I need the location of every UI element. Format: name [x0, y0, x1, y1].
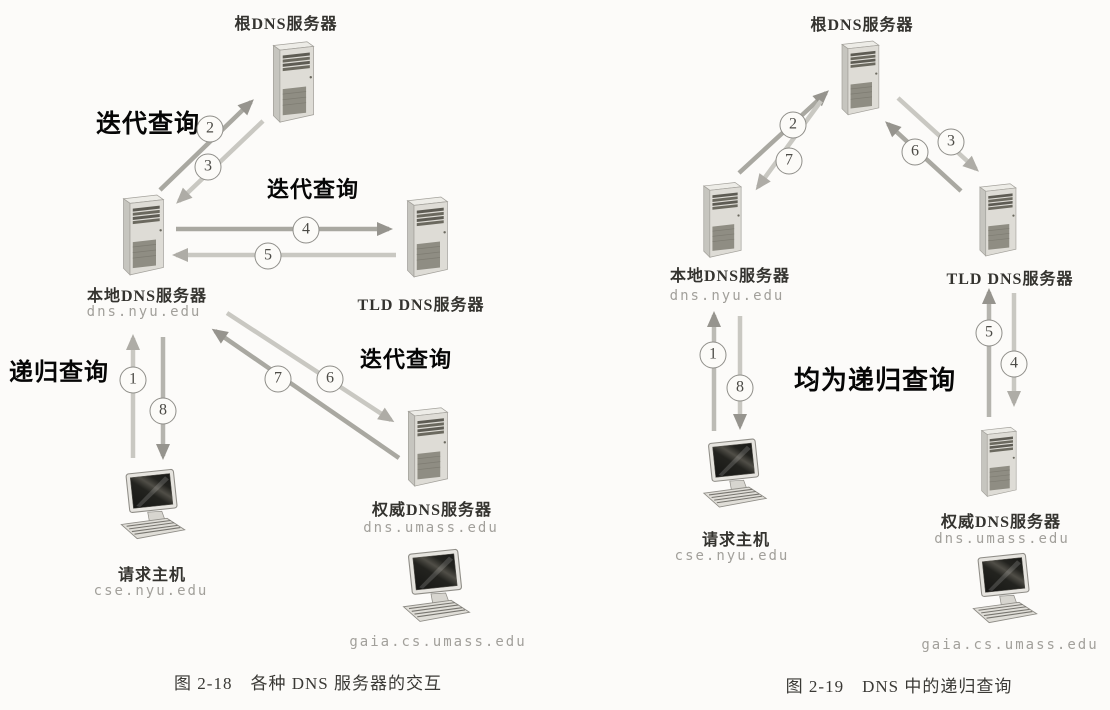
iterative-query-annotation: 迭代查询 — [359, 347, 453, 372]
authoritative-dns-hostname: dns.umass.edu — [934, 531, 1070, 547]
iterative-query-annotation: 迭代查询 — [95, 110, 201, 138]
requesting-host-hostname: cse.nyu.edu — [93, 583, 209, 599]
requesting-host-label: 请求主机 — [117, 567, 187, 584]
server-tower-icon — [401, 192, 453, 280]
authoritative-dns-hostname: dns.umass.edu — [363, 520, 499, 536]
server-tower-icon — [117, 190, 169, 278]
tld-dns-server-label: TLD DNS服务器 — [357, 297, 485, 314]
step-circle-4: 4 — [292, 216, 320, 244]
requesting-host-hostname: cse.nyu.edu — [674, 548, 790, 564]
tld-dns-server-label: TLD DNS服务器 — [946, 271, 1074, 288]
step-circle-7: 7 — [264, 365, 292, 393]
server-tower-icon — [697, 179, 747, 259]
arrow-step3 — [896, 96, 979, 172]
recursive-query-annotation: 递归查询 — [9, 359, 109, 386]
requesting-host-label: 请求主机 — [701, 532, 771, 549]
root-dns-server-label: 根DNS服务器 — [234, 16, 338, 33]
gaia-host-hostname: gaia.cs.umass.edu — [349, 634, 527, 650]
desktop-computer-icon — [116, 463, 190, 549]
all-recursive-query-annotation: 均为递归查询 — [793, 365, 957, 395]
arrow-step3 — [176, 119, 265, 204]
server-tower-icon — [402, 402, 453, 490]
server-tower-icon — [836, 36, 884, 118]
step-circle-3: 3 — [194, 153, 222, 181]
step-circle-3: 3 — [937, 128, 965, 156]
step-circle-5: 5 — [975, 319, 1003, 347]
desktop-computer-icon — [968, 548, 1042, 632]
local-dns-hostname: dns.nyu.edu — [86, 304, 202, 320]
step-circle-1: 1 — [119, 366, 147, 394]
step-circle-6: 6 — [901, 138, 929, 166]
authoritative-dns-server-label: 权威DNS服务器 — [940, 514, 1062, 531]
desktop-computer-icon — [398, 546, 475, 629]
step-circle-2: 2 — [779, 111, 807, 139]
authoritative-dns-server-label: 权威DNS服务器 — [371, 502, 493, 519]
step-circle-8: 8 — [149, 397, 177, 425]
arrow-step7 — [211, 328, 401, 460]
step-circle-5: 5 — [254, 242, 282, 270]
figure-caption: 图 2-19 DNS 中的递归查询 — [785, 677, 1013, 696]
arrow-step6 — [225, 311, 395, 423]
server-tower-icon — [974, 179, 1021, 259]
step-circle-4: 4 — [1000, 350, 1028, 378]
arrow-step7 — [755, 99, 823, 191]
step-circle-7: 7 — [775, 147, 803, 175]
arrow-step2 — [158, 99, 254, 192]
server-tower-icon — [976, 421, 1021, 501]
root-dns-server-label: 根DNS服务器 — [810, 17, 914, 34]
step-circle-1: 1 — [699, 341, 727, 369]
step-circle-6: 6 — [316, 365, 344, 393]
gaia-host-hostname: gaia.cs.umass.edu — [921, 637, 1099, 653]
desktop-computer-icon — [696, 436, 774, 514]
local-dns-server-label: 本地DNS服务器 — [86, 288, 208, 305]
step-circle-8: 8 — [726, 374, 754, 402]
local-dns-server-label: 本地DNS服务器 — [669, 268, 791, 285]
figure-caption: 图 2-18 各种 DNS 服务器的交互 — [174, 674, 442, 693]
step-circle-2: 2 — [196, 115, 224, 143]
iterative-query-annotation: 迭代查询 — [266, 177, 360, 202]
local-dns-hostname: dns.nyu.edu — [669, 288, 785, 304]
server-tower-icon — [265, 38, 321, 124]
